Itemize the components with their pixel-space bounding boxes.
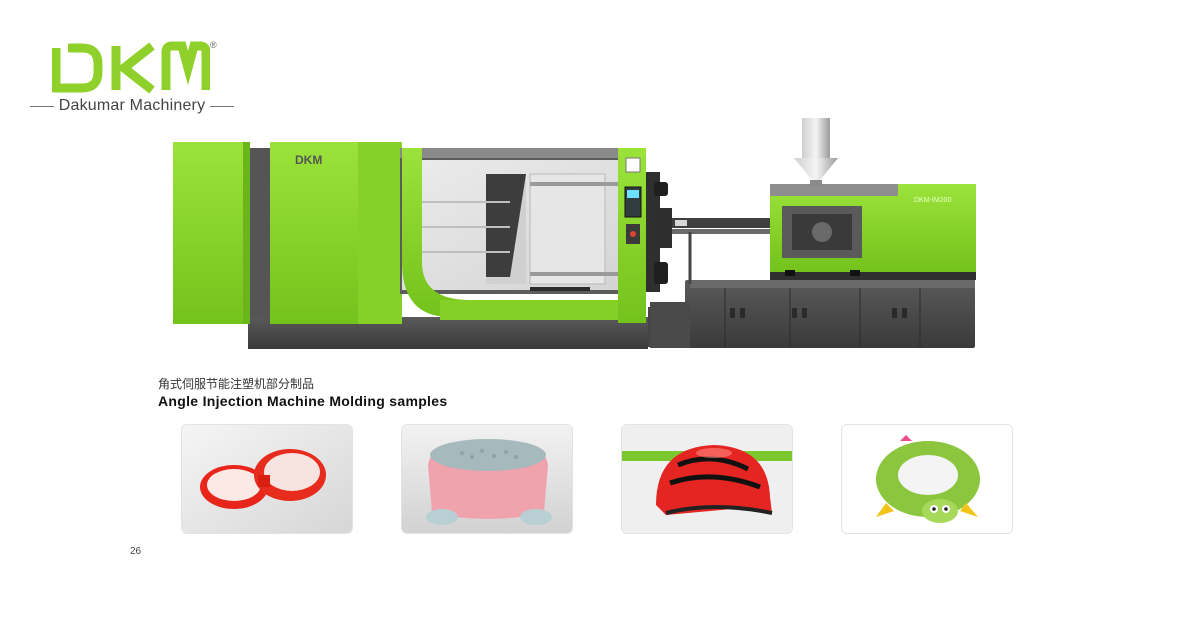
sample-card (402, 425, 572, 533)
red-helmet-icon (622, 425, 792, 533)
sample-card (182, 425, 352, 533)
green-potty-seat-icon (842, 425, 1012, 533)
caption-chinese: 角式伺服节能注塑机部分制品 (158, 377, 315, 391)
logo-subtitle-row: Dakumar Machinery (30, 96, 234, 116)
sample-card (622, 425, 792, 533)
company-logo: ® Dakumar Machinery (30, 38, 240, 128)
clamp-badge: DKM (295, 153, 322, 167)
injection-molding-machine-image: DKM DKM-IM200 (173, 118, 976, 349)
page-number: 26 (130, 546, 142, 557)
injection-badge: DKM-IM200 (914, 197, 951, 204)
dkm-logo-icon (52, 41, 210, 94)
red-rings-icon (182, 425, 352, 533)
sample-card (842, 425, 1012, 533)
caption-english: Angle Injection Machine Molding samples (158, 393, 448, 409)
company-name: Dakumar Machinery (58, 97, 206, 114)
pink-stool-icon (402, 425, 572, 533)
registered-mark: ® (210, 40, 217, 50)
divider (210, 105, 234, 107)
divider (30, 105, 54, 107)
